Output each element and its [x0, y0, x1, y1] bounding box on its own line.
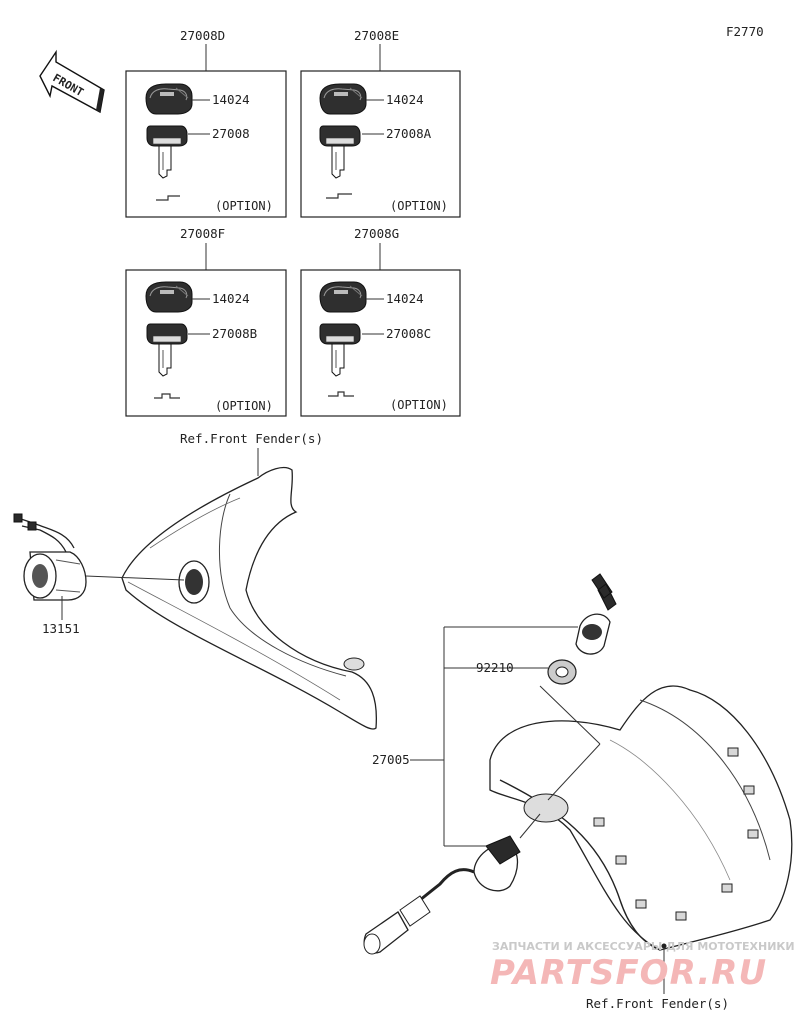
kit-box-27008f: 27008F 14024 27008B (OPTION) [125, 226, 287, 417]
kit-title: 27008D [180, 28, 225, 43]
key-part-number: 27008B [212, 326, 257, 341]
keycap-icon [319, 281, 367, 313]
keycap-icon [319, 83, 367, 115]
figure-id: F2770 [726, 24, 764, 39]
option-label: (OPTION) [215, 399, 273, 413]
option-label: (OPTION) [390, 398, 448, 412]
kit-box-27008g: 27008G 14024 27008C (OPTION) [300, 226, 461, 417]
key-assembly-27005 [363, 573, 617, 955]
cap-part-number: 14024 [212, 92, 250, 107]
kit-box-27008d: 27008D 14024 27008 (OPTION) [125, 28, 287, 218]
ignition-switch-13151 [13, 513, 87, 601]
key-part-number: 27008C [386, 326, 431, 341]
key-blank-icon [146, 125, 188, 179]
cap-part-number: 14024 [386, 291, 424, 306]
key-part-number: 27008A [386, 126, 432, 141]
keycap-icon [145, 83, 193, 115]
ref-front-fender-top: Ref.Front Fender(s) [180, 431, 323, 446]
key-blank-icon [319, 125, 361, 179]
key-blank-icon [146, 323, 188, 377]
front-fender-lower [489, 685, 793, 951]
watermark-logo: PARTSFOR.RU [490, 953, 767, 993]
kit-title: 27008G [354, 226, 399, 241]
key-cut-profile [326, 193, 352, 199]
key-cut-profile [156, 195, 180, 201]
key-blank-icon [319, 323, 361, 377]
front-arrow-icon: FRONT [39, 49, 105, 114]
kit-title: 27008F [180, 226, 225, 241]
key-part-number: 27008 [212, 126, 250, 141]
part-number-27005: 27005 [372, 752, 410, 767]
option-label: (OPTION) [390, 199, 448, 213]
key-cut-profile [154, 393, 180, 399]
kit-title: 27008E [354, 28, 399, 43]
part-number-92210: 92210 [476, 660, 514, 675]
kit-box-27008e: 27008E 14024 27008A (OPTION) [300, 28, 461, 218]
option-label: (OPTION) [215, 199, 273, 213]
cap-part-number: 14024 [212, 291, 250, 306]
front-fender-upper [121, 466, 378, 730]
cap-part-number: 14024 [386, 92, 424, 107]
watermark-tagline: ЗАПЧАСТИ И АКСЕССУАРЫ ДЛЯ МОТОТЕХНИКИ [492, 940, 795, 953]
key-cut-profile [328, 391, 354, 397]
ref-front-fender-bottom: Ref.Front Fender(s) [586, 996, 729, 1011]
part-number-13151: 13151 [42, 621, 80, 636]
keycap-icon [145, 281, 193, 313]
